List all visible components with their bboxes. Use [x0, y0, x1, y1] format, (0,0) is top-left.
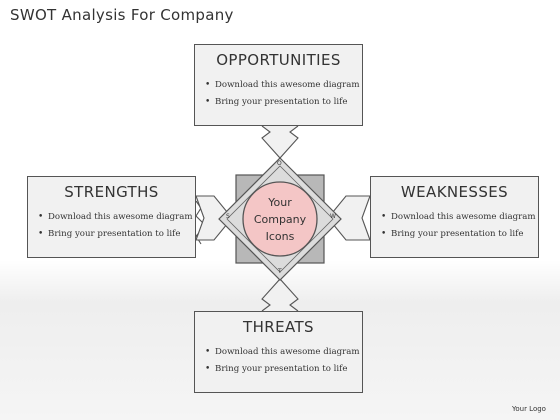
list-item: •Download this awesome diagram	[38, 212, 193, 222]
center-label-line-2: Company	[253, 212, 307, 226]
threats-title: THREATS	[243, 318, 314, 336]
threats-list: •Download this awesome diagram •Bring yo…	[195, 344, 362, 378]
weaknesses-box: WEAKNESSES •Download this awesome diagra…	[370, 176, 539, 258]
bullet-text: Bring your presentation to life	[215, 97, 348, 107]
strengths-box: STRENGTHS •Download this awesome diagram…	[27, 176, 196, 258]
connector-left-arrow	[195, 195, 233, 241]
list-item: •Bring your presentation to life	[38, 229, 181, 239]
center-label: Your Company Icons	[243, 182, 317, 256]
strengths-title: STRENGTHS	[64, 183, 159, 201]
opportunities-box: OPPORTUNITIES •Download this awesome dia…	[194, 44, 363, 126]
opportunities-list: •Download this awesome diagram •Bring yo…	[195, 77, 362, 111]
list-item: •Download this awesome diagram	[381, 212, 536, 222]
bullet-text: Download this awesome diagram	[48, 212, 193, 222]
weaknesses-title: WEAKNESSES	[400, 183, 509, 201]
center-circle	[242, 181, 318, 257]
letter-bottom: T	[278, 268, 282, 275]
list-item: •Bring your presentation to life	[205, 97, 348, 107]
bullet-text: Download this awesome diagram	[215, 80, 360, 90]
letter-top: O	[277, 160, 282, 167]
list-item: •Download this awesome diagram	[205, 80, 360, 90]
list-item: •Bring your presentation to life	[205, 364, 348, 374]
threats-box: THREATS •Download this awesome diagram •…	[194, 311, 363, 393]
connector-bottom	[261, 278, 299, 312]
bullet-text: Bring your presentation to life	[215, 364, 348, 374]
letter-left: S	[226, 213, 230, 220]
list-item: •Bring your presentation to life	[381, 229, 524, 239]
bullet-text: Bring your presentation to life	[48, 229, 181, 239]
center-diamond-inner	[226, 165, 334, 273]
opportunities-title: OPPORTUNITIES	[216, 51, 341, 69]
bullet-text: Download this awesome diagram	[215, 347, 360, 357]
list-item: •Download this awesome diagram	[205, 347, 360, 357]
connector-top	[261, 125, 299, 159]
center-label-line-1: Your	[268, 195, 292, 209]
logo-placeholder: Your Logo	[512, 405, 546, 413]
letter-right: W	[330, 213, 336, 220]
weaknesses-list: •Download this awesome diagram •Bring yo…	[371, 209, 538, 243]
connector-right-arrow	[327, 195, 371, 241]
strengths-list: •Download this awesome diagram •Bring yo…	[28, 209, 195, 243]
center-label-line-3: Icons	[265, 229, 295, 243]
page-title: SWOT Analysis For Company	[10, 6, 234, 24]
bullet-text: Bring your presentation to life	[391, 229, 524, 239]
bullet-text: Download this awesome diagram	[391, 212, 536, 222]
